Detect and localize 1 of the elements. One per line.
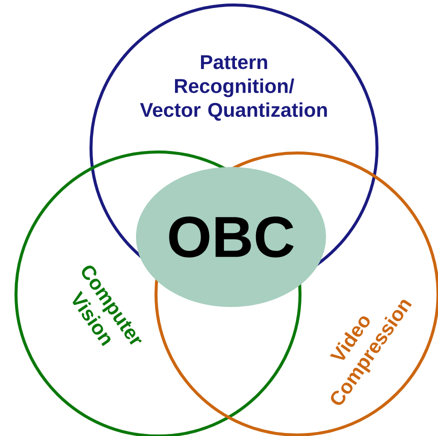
circle-label: Pattern Recognition/ Vector Quantization <box>140 55 327 121</box>
